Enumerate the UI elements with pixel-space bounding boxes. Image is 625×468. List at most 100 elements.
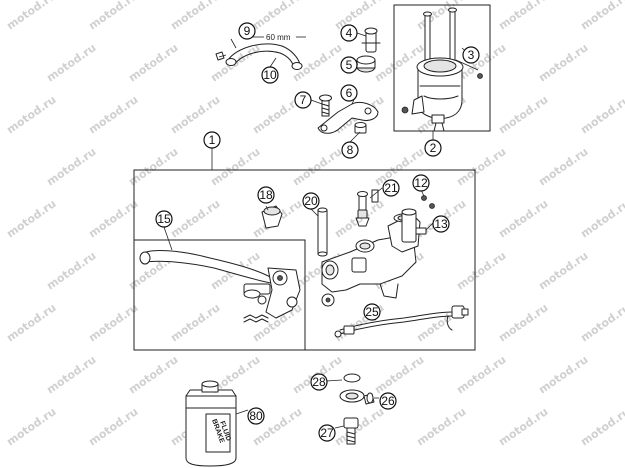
svg-text:25: 25: [365, 305, 379, 319]
watermark-text: motod.ru: [290, 145, 344, 188]
callout-5: 5: [340, 56, 358, 74]
brake-lever-part: [139, 250, 301, 323]
watermark-text: motod.ru: [536, 249, 590, 292]
watermark-text: motod.ru: [578, 301, 625, 344]
watermark-text: motod.ru: [250, 0, 304, 32]
watermark-text: motod.ru: [496, 93, 550, 136]
svg-text:8: 8: [347, 143, 354, 157]
svg-text:1: 1: [209, 133, 216, 147]
callout-25: 25: [363, 303, 381, 321]
watermark-text: motod.ru: [44, 145, 98, 188]
watermark-text: motod.ru: [168, 0, 222, 32]
callout-7: 7: [294, 91, 312, 109]
watermark-text: motod.ru: [4, 301, 58, 344]
svg-text:20: 20: [304, 194, 318, 208]
callout-6: 6: [340, 84, 358, 102]
watermark-text: motod.ru: [168, 93, 222, 136]
watermark-text: motod.ru: [578, 405, 625, 448]
hose-length-label: 60 mm: [266, 33, 291, 42]
callout-10: 10: [261, 66, 279, 84]
watermark-text: motod.ru: [4, 197, 58, 240]
watermark-text: motod.ru: [86, 301, 140, 344]
callout-2: 2: [424, 139, 442, 157]
lever-subkit-frame: [133, 239, 306, 351]
callout-1: 1: [203, 131, 221, 149]
svg-text:10: 10: [263, 68, 277, 82]
watermark-text: motod.ru: [536, 41, 590, 84]
watermark-text: motod.ru: [86, 0, 140, 32]
callout-12: 12: [412, 174, 430, 192]
svg-text:6: 6: [346, 86, 353, 100]
reservoir-cap-part: [356, 27, 381, 73]
svg-text:80: 80: [249, 409, 263, 423]
callout-28: 28: [310, 373, 328, 391]
watermark-text: motod.ru: [372, 353, 426, 396]
svg-text:4: 4: [346, 26, 353, 40]
watermark-text: motod.ru: [578, 197, 625, 240]
switch-cable-part: [334, 305, 469, 338]
watermark-text: motod.ru: [496, 0, 550, 32]
reservoir-frame: [393, 4, 491, 132]
svg-text:15: 15: [157, 212, 171, 226]
watermark-text: motod.ru: [126, 353, 180, 396]
brake-fluid-bottle-part: BRAKE FLUID: [185, 380, 237, 467]
watermark-text: motod.ru: [454, 249, 508, 292]
watermark-text: motod.ru: [414, 405, 468, 448]
callout-20: 20: [302, 192, 320, 210]
watermark-text: motod.ru: [168, 301, 222, 344]
watermark-text: motod.ru: [536, 353, 590, 396]
reservoir-part: [401, 7, 483, 132]
callout-26: 26: [379, 392, 397, 410]
piston-rod-part: [317, 207, 328, 257]
watermark-text: motod.ru: [454, 145, 508, 188]
svg-text:9: 9: [244, 24, 251, 38]
svg-text:26: 26: [381, 394, 395, 408]
callout-80: 80: [247, 407, 265, 425]
watermark-text: motod.ru: [496, 405, 550, 448]
callout-8: 8: [341, 141, 359, 159]
watermark-text: motod.ru: [208, 145, 262, 188]
watermark-text: motod.ru: [86, 197, 140, 240]
callout-27: 27: [318, 424, 336, 442]
watermark-text: motod.ru: [454, 353, 508, 396]
svg-text:27: 27: [320, 426, 334, 440]
callout-13: 13: [432, 215, 450, 233]
watermark-text: motod.ru: [44, 249, 98, 292]
callout-4: 4: [340, 24, 358, 42]
dust-boot-part: [261, 205, 283, 229]
svg-text:12: 12: [414, 176, 428, 190]
watermark-text: motod.ru: [496, 301, 550, 344]
watermark-text: motod.ru: [86, 405, 140, 448]
watermark-text: motod.ru: [4, 93, 58, 136]
watermark-text: motod.ru: [4, 0, 58, 32]
watermark-text: motod.ru: [126, 41, 180, 84]
hose-part: 60 mm: [215, 33, 306, 70]
watermark-text: motod.ru: [44, 353, 98, 396]
svg-text:3: 3: [468, 48, 475, 62]
watermark-text: motod.ru: [86, 93, 140, 136]
svg-text:7: 7: [300, 93, 307, 107]
svg-text:28: 28: [312, 375, 326, 389]
watermark-text: motod.ru: [578, 93, 625, 136]
svg-text:21: 21: [384, 181, 398, 195]
watermark-text: motod.ru: [168, 197, 222, 240]
watermark-text: motod.ru: [44, 41, 98, 84]
watermark-text: motod.ru: [578, 0, 625, 32]
svg-text:2: 2: [430, 141, 437, 155]
callout-21: 21: [382, 179, 400, 197]
brake-switch-part: [401, 195, 435, 243]
bracket-part: [317, 94, 379, 134]
callout-9: 9: [238, 22, 256, 40]
svg-text:18: 18: [259, 188, 273, 202]
watermark-text: motod.ru: [536, 145, 590, 188]
svg-text:13: 13: [434, 217, 448, 231]
banjo-fitting-part: [339, 373, 375, 445]
watermark-text: motod.ru: [4, 405, 58, 448]
watermark-text: motod.ru: [496, 197, 550, 240]
watermark-text: motod.ru: [332, 0, 386, 32]
callout-15: 15: [155, 210, 173, 228]
svg-text:5: 5: [346, 58, 353, 72]
callout-18: 18: [257, 186, 275, 204]
callout-3: 3: [462, 46, 480, 64]
